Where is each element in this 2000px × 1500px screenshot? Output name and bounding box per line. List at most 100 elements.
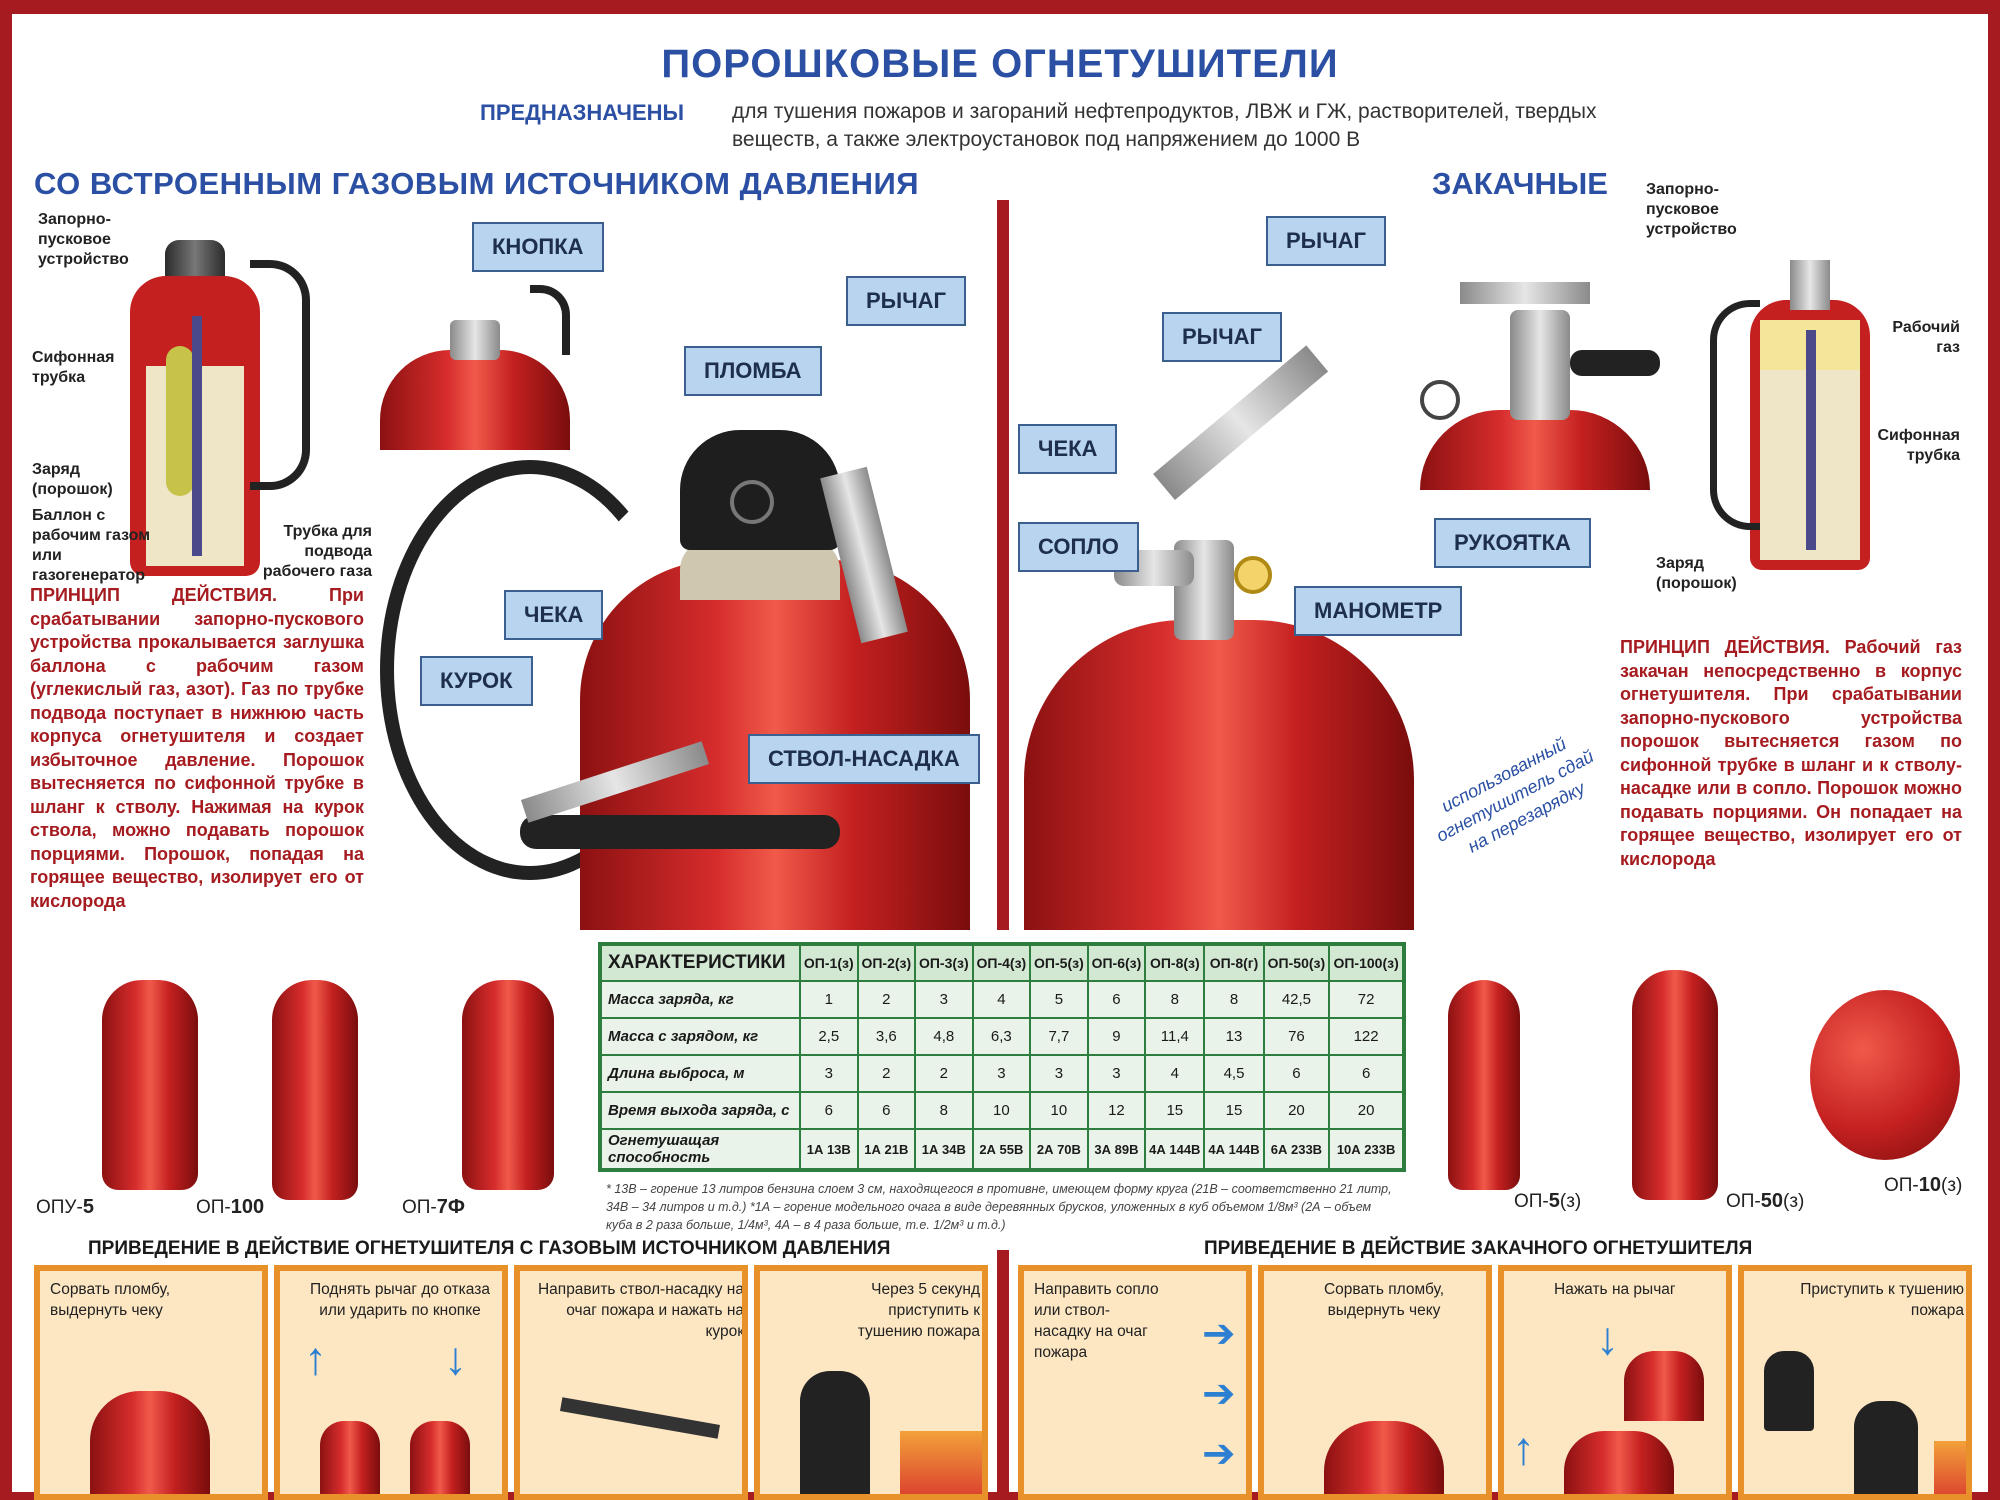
model-opu5: ОПУ-5 <box>36 1196 94 1218</box>
table-cell: 8 <box>914 1091 974 1130</box>
principle-left: ПРИНЦИП ДЕЙСТВИЯ. При срабатывании запор… <box>30 584 364 913</box>
model-image-op50z <box>1632 970 1718 1200</box>
purpose-label: ПРЕДНАЗНАЧЕНЫ <box>480 100 685 125</box>
table-cell: 3 <box>799 1054 859 1093</box>
purpose-text: для тушения пожаров и загораний нефтепро… <box>732 100 1597 151</box>
callout-pin-right: ЧЕКА <box>1018 424 1118 474</box>
label-siphon-right: Сифонная трубка <box>1877 427 1960 464</box>
steps-divider <box>997 1250 1009 1500</box>
table-footnote: * 13В – горение 13 литров бензина слоем … <box>606 1182 1392 1232</box>
table-cell: 15 <box>1144 1091 1206 1130</box>
model-op10z: ОП-10(з) <box>1884 1174 1963 1196</box>
model-image-op7f <box>462 980 554 1190</box>
down-arrow-icon: ↓ <box>1596 1312 1619 1364</box>
table-cell: 6 <box>1086 980 1147 1019</box>
callout-handle: РУКОЯТКА <box>1434 518 1591 568</box>
nozzle-icon <box>559 1397 721 1439</box>
table-cell: 6,3 <box>971 1017 1032 1056</box>
table-cell: 1А 34В <box>914 1128 974 1171</box>
table-cell: 8 <box>1203 980 1265 1019</box>
label-gas-tube-left: Трубка для подвода рабочего газа <box>262 523 372 580</box>
table-cell: 2А 55В <box>971 1128 1032 1171</box>
model-image-op5z <box>1448 980 1520 1190</box>
callout-nozzle-right: СОПЛО <box>1018 522 1139 572</box>
step-left-3: Направить ствол-насадку на очаг пожара и… <box>514 1265 748 1500</box>
table-cell: 3 <box>971 1054 1032 1093</box>
fire-icon <box>900 1431 982 1494</box>
step-right-3-text: Нажать на рычаг <box>1554 1281 1676 1298</box>
step-right-2: Сорвать пломбу, выдернуть чеку <box>1258 1265 1492 1500</box>
model-image-opu5 <box>102 980 198 1190</box>
model-op5z: ОП-5(з) <box>1514 1190 1582 1212</box>
step-extinguisher-icon <box>1324 1421 1444 1494</box>
table-row-label: Масса заряда, кг <box>599 980 801 1019</box>
label-charge-right: Заряд (порошок) <box>1656 555 1737 592</box>
section-divider <box>997 200 1009 930</box>
section-heading-stored-pressure: ЗАКАЧНЫЕ <box>1432 166 1608 201</box>
step-left-3-text: Направить ствол-насадку на очаг пожара и… <box>537 1281 744 1340</box>
table-col: ОП-2(з) <box>856 943 917 982</box>
table-col: ОП-50(з) <box>1262 943 1331 982</box>
step-left-1-text: Сорвать пломбу, выдернуть чеку <box>50 1281 171 1319</box>
table-cell: 4А 144В <box>1144 1128 1206 1171</box>
model-op100: ОП-100 <box>196 1196 265 1218</box>
table-col: ОП-4(з) <box>971 943 1032 982</box>
table-cell: 72 <box>1328 980 1405 1019</box>
table-cell: 7,7 <box>1029 1017 1089 1056</box>
table-header-label: ХАРАКТЕРИСТИКИ <box>599 943 801 982</box>
step-extinguisher-icon <box>1564 1431 1674 1494</box>
table-col: ОП-100(з) <box>1328 943 1405 982</box>
page-title: ПОРОШКОВЫЕ ОГНЕТУШИТЕЛИ <box>661 42 1339 86</box>
step-right-3: Нажать на рычаг ↓ ↑ <box>1498 1265 1732 1500</box>
model-op7f: ОП-7Ф <box>402 1196 465 1218</box>
fire-icon <box>1934 1441 1966 1494</box>
firefighter-icon <box>800 1371 870 1494</box>
callout-seal: ПЛОМБА <box>684 346 822 396</box>
table-cell: 122 <box>1328 1017 1405 1056</box>
table-cell: 2А 70В <box>1029 1128 1089 1171</box>
characteristics-table: ХАРАКТЕРИСТИКИ ОП-1(з) ОП-2(з) ОП-3(з) О… <box>598 942 1406 1172</box>
table-cell: 6 <box>856 1091 917 1130</box>
cutaway-extinguisher-left <box>120 240 310 580</box>
table-cell: 4 <box>971 980 1032 1019</box>
principle-right-title: ПРИНЦИП ДЕЙСТВИЯ. <box>1620 637 1830 657</box>
table-cell: 6А 233В <box>1262 1128 1331 1171</box>
right-arrow-icon: ➔ <box>1202 1432 1236 1476</box>
table-cell: 6 <box>799 1091 859 1130</box>
table-cell: 6 <box>1262 1054 1331 1093</box>
model-image-op10z <box>1810 990 1960 1160</box>
table-cell: 20 <box>1262 1091 1331 1130</box>
table-row-label: Время выхода заряда, с <box>599 1091 801 1130</box>
firefighter-icon <box>1764 1351 1814 1431</box>
principle-left-title: ПРИНЦИП ДЕЙСТВИЯ. <box>30 585 278 605</box>
label-cylinder-left: Баллон с рабочим газом или газогенератор <box>32 507 151 584</box>
table-cell: 20 <box>1328 1091 1405 1130</box>
step-right-1: Направить сопло или ствол-насадку на оча… <box>1018 1265 1252 1500</box>
label-valve-left: Запорно-пусковое устройство <box>38 211 129 268</box>
step-extinguisher-icon <box>90 1391 210 1494</box>
table-cell: 4,8 <box>914 1017 974 1056</box>
step-extinguisher-icon <box>1624 1351 1704 1421</box>
step-right-1-text: Направить сопло или ствол-насадку на оча… <box>1034 1281 1159 1361</box>
table-row-label: Длина выброса, м <box>599 1054 801 1093</box>
steps-right-title: ПРИВЕДЕНИЕ В ДЕЙСТВИЕ ЗАКАЧНОГО ОГНЕТУШИ… <box>1204 1238 1753 1259</box>
table-cell: 1 <box>799 980 859 1019</box>
table-cell: 5 <box>1029 980 1089 1019</box>
step-right-2-text: Сорвать пломбу, выдернуть чеку <box>1323 1281 1444 1319</box>
extinguisher-main-right <box>1024 345 1424 930</box>
table-cell: 3,6 <box>856 1017 917 1056</box>
up-arrow-icon: ↑ <box>1512 1422 1535 1474</box>
table-col: ОП-1(з) <box>799 943 859 982</box>
table-cell: 10 <box>971 1091 1032 1130</box>
callout-nozzle-left: СТВОЛ-НАСАДКА <box>748 734 980 784</box>
table-cell: 8 <box>1144 980 1206 1019</box>
callout-gauge: МАНОМЕТР <box>1294 586 1463 636</box>
callout-lever-left: РЫЧАГ <box>846 276 967 326</box>
down-arrow-icon: ↓ <box>444 1332 467 1384</box>
principle-right: ПРИНЦИП ДЕЙСТВИЯ. Рабочий газ закачан не… <box>1620 636 1962 871</box>
